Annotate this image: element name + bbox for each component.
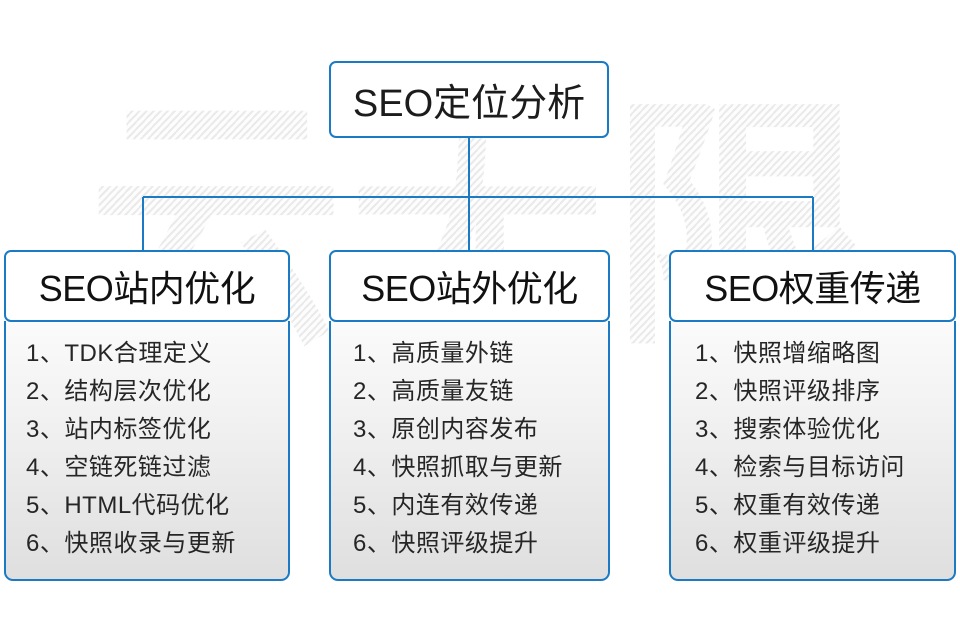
list-item: 4、空链死链过滤 — [26, 454, 212, 481]
list-item: 1、高质量外链 — [353, 340, 514, 367]
branch-item-list: 1、TDK合理定义 2、结构层次优化 3、站内标签优化 4、空链死链过滤 5、H… — [6, 335, 288, 563]
list-item: 5、HTML代码优化 — [26, 492, 230, 519]
list-item: 5、权重有效传递 — [695, 492, 881, 519]
list-item: 4、检索与目标访问 — [695, 454, 905, 481]
list-item: 6、快照评级提升 — [353, 530, 539, 557]
list-item: 1、TDK合理定义 — [26, 340, 212, 367]
list-item: 3、原创内容发布 — [353, 416, 539, 443]
root-node-label: SEO定位分析 — [352, 83, 586, 125]
branch-column-inner: SEO站内优化 1、TDK合理定义 2、结构层次优化 3、站内标签优化 4、空链… — [4, 250, 290, 581]
list-item: 2、快照评级排序 — [695, 378, 881, 405]
branch-header-outer[interactable]: SEO站外优化 — [329, 250, 610, 322]
branch-item-list: 1、高质量外链 2、高质量友链 3、原创内容发布 4、快照抓取与更新 5、内连有… — [331, 335, 608, 563]
root-node[interactable]: SEO定位分析 — [329, 61, 609, 138]
branch-column-weight: SEO权重传递 1、快照增缩略图 2、快照评级排序 3、搜索体验优化 4、检索与… — [669, 250, 956, 581]
branch-column-outer: SEO站外优化 1、高质量外链 2、高质量友链 3、原创内容发布 4、快照抓取与… — [329, 250, 610, 581]
branch-header-label: SEO站外优化 — [361, 268, 578, 309]
branch-header-inner[interactable]: SEO站内优化 — [4, 250, 290, 322]
list-item: 3、搜索体验优化 — [695, 416, 881, 443]
list-item: 6、权重评级提升 — [695, 530, 881, 557]
list-item: 5、内连有效传递 — [353, 492, 539, 519]
branch-header-weight[interactable]: SEO权重传递 — [669, 250, 956, 322]
branch-body-outer: 1、高质量外链 2、高质量友链 3、原创内容发布 4、快照抓取与更新 5、内连有… — [329, 321, 610, 581]
list-item: 2、高质量友链 — [353, 378, 514, 405]
list-item: 3、站内标签优化 — [26, 416, 212, 443]
branch-header-label: SEO站内优化 — [38, 268, 256, 309]
list-item: 2、结构层次优化 — [26, 378, 212, 405]
branch-item-list: 1、快照增缩略图 2、快照评级排序 3、搜索体验优化 4、检索与目标访问 5、权… — [671, 335, 954, 563]
branch-header-label: SEO权重传递 — [704, 268, 921, 309]
list-item: 4、快照抓取与更新 — [353, 454, 563, 481]
list-item: 1、快照增缩略图 — [695, 340, 881, 367]
branch-body-weight: 1、快照增缩略图 2、快照评级排序 3、搜索体验优化 4、检索与目标访问 5、权… — [669, 321, 956, 581]
list-item: 6、快照收录与更新 — [26, 530, 236, 557]
branch-body-inner: 1、TDK合理定义 2、结构层次优化 3、站内标签优化 4、空链死链过滤 5、H… — [4, 321, 290, 581]
